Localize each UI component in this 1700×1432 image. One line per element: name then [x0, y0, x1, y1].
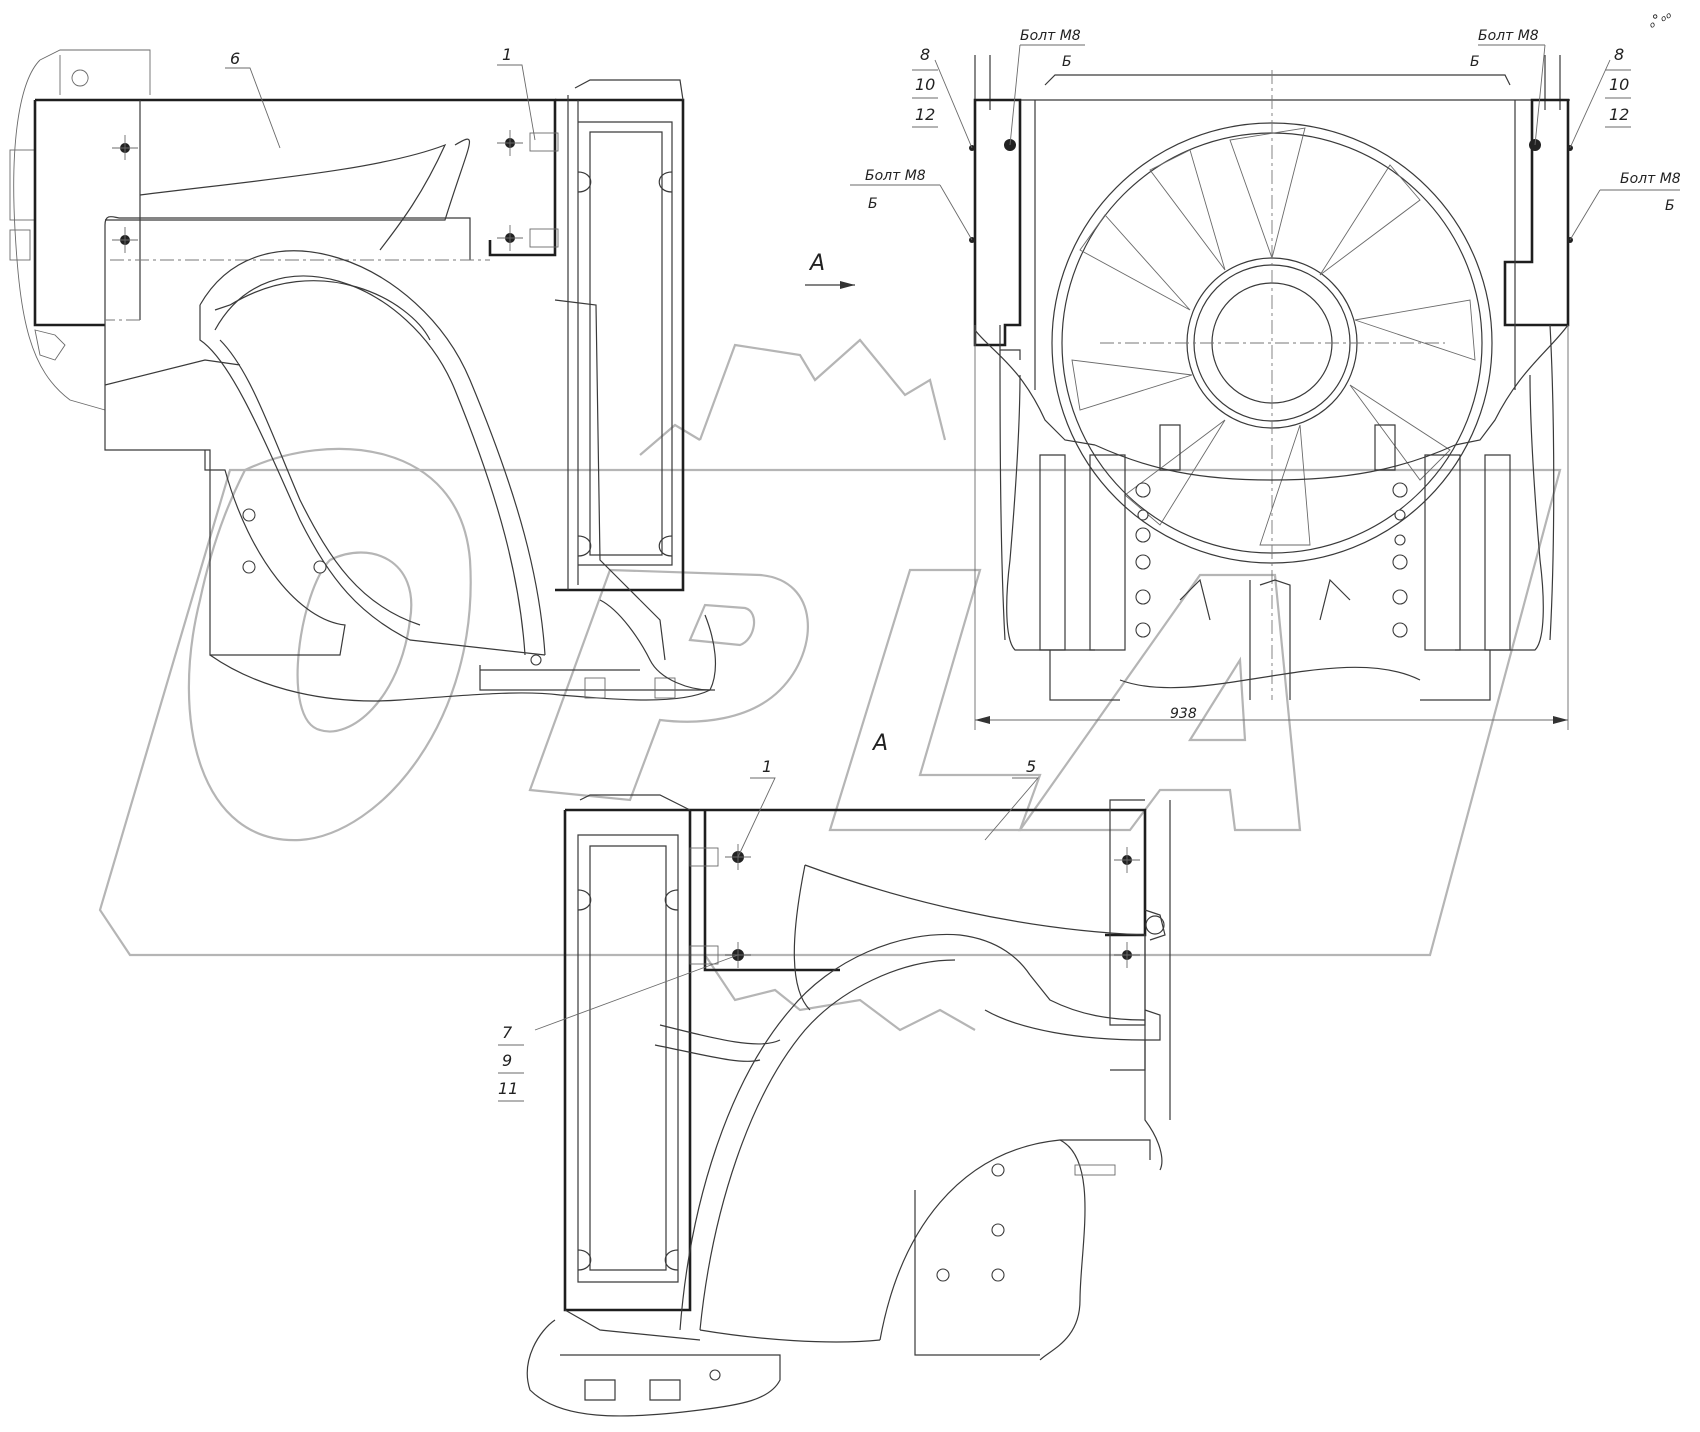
front-view-fan: [850, 44, 1680, 730]
view-marker-title: А: [871, 731, 888, 756]
watermark-logo: [98, 338, 1562, 1032]
bolt-sub-1: Б: [1062, 54, 1072, 70]
side-view-bottom: [498, 777, 1171, 1417]
bolt-label-top-left: Болт М8 Б: [1020, 28, 1081, 70]
bolt-sub-3: Б: [868, 196, 878, 212]
callout-9: 9: [502, 1051, 512, 1070]
callout-6: 6: [230, 49, 240, 68]
view-arrow-a: [805, 281, 855, 289]
callout-10-right: 10: [1609, 75, 1629, 94]
bolt-label-3: Болт М8: [865, 168, 926, 184]
callout-12-right: 12: [1609, 105, 1629, 124]
bolt-label-1: Болт М8: [1020, 28, 1081, 44]
callout-11: 11: [498, 1079, 518, 1098]
bolt-sub-4: Б: [1665, 198, 1675, 214]
dimension-938: 938: [1170, 706, 1197, 722]
view-marker-arrow: А: [808, 251, 825, 276]
side-view-top: [9, 49, 716, 702]
callout-stack-left: 8 10 12: [912, 45, 938, 128]
bolt-sub-2: Б: [1470, 54, 1480, 70]
callout-5: 5: [1026, 757, 1036, 776]
callout-8-left: 8: [920, 45, 930, 64]
bolt-label-top-right: Болт М8 Б: [1470, 28, 1539, 70]
bolt-label-4: Болт М8: [1620, 171, 1681, 187]
callout-10-left: 10: [915, 75, 935, 94]
bolt-label-mid-left: Болт М8 Б: [865, 168, 926, 212]
callout-1-top: 1: [502, 45, 512, 64]
callout-12-left: 12: [915, 105, 935, 124]
callout-stack-right: 8 10 12: [1605, 45, 1631, 128]
bolt-label-mid-right: Болт М8 Б: [1620, 171, 1681, 214]
callout-7: 7: [502, 1023, 513, 1042]
callout-stack-bottom: 7 9 11: [498, 1023, 518, 1098]
corner-mark: ₒ°ₒₒ: [1645, 6, 1674, 32]
bolt-label-2: Болт М8: [1478, 28, 1539, 44]
callout-8-right: 8: [1614, 45, 1624, 64]
callout-1-bottom: 1: [762, 757, 772, 776]
